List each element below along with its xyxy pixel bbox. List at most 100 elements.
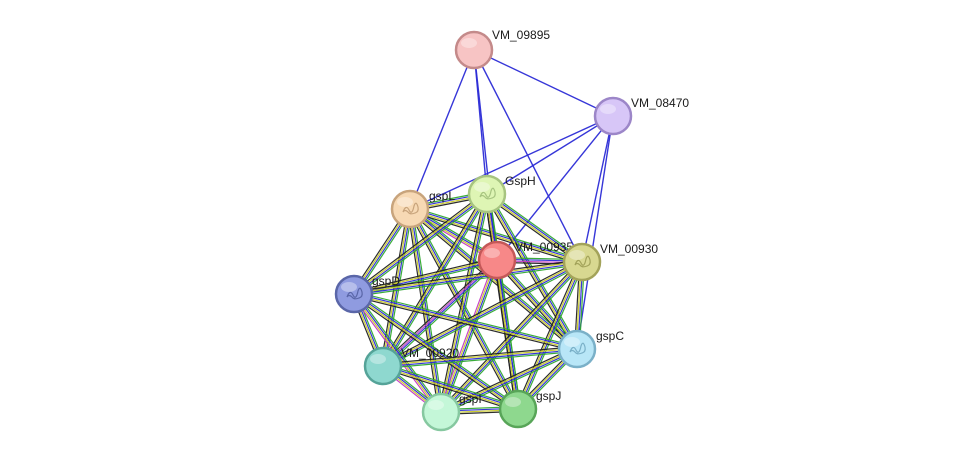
node-circle[interactable] — [334, 274, 374, 314]
node-gspC[interactable]: gspC — [557, 329, 624, 369]
node-circle[interactable] — [557, 329, 597, 369]
edge-evidence-line — [576, 115, 614, 350]
node-highlight — [370, 354, 386, 364]
edge-evidence-line — [354, 291, 578, 348]
node-gspI[interactable]: gspI — [421, 392, 482, 432]
node-label: VM_09895 — [492, 28, 550, 42]
edge-evidence-line — [354, 260, 498, 296]
edge-evidence-line — [495, 260, 577, 350]
node-circle[interactable] — [593, 96, 633, 136]
edge-evidence-line — [353, 260, 582, 294]
edge-evidence-line — [383, 262, 583, 368]
edge-evidence-line — [441, 349, 578, 414]
node-gspD[interactable]: gspD — [334, 274, 400, 314]
edge-evidence-line — [410, 208, 443, 412]
node-highlight — [474, 182, 490, 192]
node-VM_00935[interactable]: VM_00935 — [477, 240, 573, 280]
edge-evidence-line — [382, 347, 577, 366]
node-highlight — [428, 400, 444, 410]
edge-evidence-line — [355, 195, 489, 297]
edge-evidence-line — [581, 115, 614, 263]
node-highlight — [397, 197, 413, 207]
node-label: VM_08470 — [631, 96, 689, 110]
edge-evidence-line — [383, 349, 578, 368]
edge-evidence-line — [473, 49, 498, 261]
edge-VM_09895-gspL — [409, 49, 475, 210]
edge-evidence-line — [383, 260, 498, 368]
node-highlight — [569, 250, 585, 260]
edge-evidence-line — [516, 261, 582, 409]
node-gspL[interactable]: gspL — [390, 189, 455, 229]
edge-evidence-line — [439, 261, 582, 412]
protein-structure-icon — [479, 187, 496, 200]
node-circle[interactable] — [454, 30, 494, 70]
edge-evidence-line — [354, 194, 488, 296]
edge-evidence-line — [355, 292, 444, 411]
edge-evidence-line — [381, 193, 487, 366]
protein-structure-icon — [346, 287, 363, 300]
edge-evidence-line — [383, 350, 578, 369]
edge-evidence-line — [519, 262, 585, 411]
edge-VM_09895-VM_00935 — [473, 49, 498, 261]
node-circle[interactable] — [467, 174, 507, 214]
node-highlight — [461, 38, 477, 48]
edge-VM_00930-VM_00920 — [381, 259, 584, 369]
edge-evidence-line — [441, 194, 489, 413]
edge-VM_08470-VM_00935 — [496, 115, 614, 261]
edge-evidence-line — [441, 262, 584, 413]
node-label: VM_00920 — [401, 346, 459, 360]
edge-evidence-line — [410, 207, 583, 262]
edge-evidence-line — [353, 258, 497, 294]
node-circle[interactable] — [562, 242, 602, 282]
edge-evidence-line — [439, 193, 487, 412]
edge-evidence-line — [354, 292, 578, 349]
edge-GspH-gspD — [352, 191, 489, 297]
edge-evidence-line — [407, 209, 440, 413]
node-label: GspH — [505, 174, 536, 188]
node-highlight — [564, 337, 580, 347]
edge-evidence-line — [380, 192, 486, 366]
edge-evidence-line — [496, 115, 614, 261]
edge-evidence-line — [353, 192, 487, 294]
node-circle[interactable] — [363, 346, 403, 386]
edge-gspC-VM_00920 — [382, 346, 578, 369]
edge-GspH-VM_00930 — [485, 191, 584, 265]
node-circle[interactable] — [477, 240, 517, 280]
edge-evidence-line — [494, 260, 517, 410]
edge-evidence-line — [488, 192, 580, 349]
protein-structure-icon — [402, 202, 419, 215]
edge-VM_08470-gspL — [409, 115, 614, 210]
edge-evidence-line — [352, 191, 486, 293]
edge-evidence-line — [353, 257, 497, 293]
node-VM_00930[interactable]: VM_00930 — [562, 242, 658, 282]
edge-evidence-line — [486, 194, 582, 264]
edge-evidence-line — [383, 363, 519, 408]
node-VM_08470[interactable]: VM_08470 — [593, 96, 689, 136]
node-VM_00920[interactable]: VM_00920 — [363, 346, 459, 386]
edge-evidence-line — [442, 263, 585, 415]
edge-evidence-line — [439, 346, 577, 411]
edge-evidence-line — [353, 295, 577, 352]
edge-evidence-line — [409, 49, 475, 210]
edge-VM_00935-gspD — [353, 257, 498, 297]
edge-VM_09895-VM_08470 — [473, 49, 614, 117]
edge-evidence-line — [354, 261, 498, 297]
edge-evidence-line — [485, 195, 581, 265]
edge-evidence-line — [473, 49, 614, 117]
node-circle[interactable] — [421, 392, 461, 432]
protein-structure-icon — [574, 255, 591, 268]
edge-evidence-line — [438, 193, 486, 412]
node-gspJ[interactable]: gspJ — [498, 389, 561, 429]
edge-evidence-line — [354, 293, 443, 412]
node-label: VM_00930 — [600, 242, 658, 256]
node-VM_09895[interactable]: VM_09895 — [454, 28, 550, 70]
edge-evidence-line — [354, 262, 583, 296]
edge-evidence-line — [488, 191, 584, 261]
edge-evidence-line — [441, 350, 579, 415]
node-GspH[interactable]: GspH — [467, 174, 536, 214]
node-circle[interactable] — [390, 189, 430, 229]
edge-VM_09895-VM_00930 — [473, 49, 583, 263]
node-circle[interactable] — [498, 389, 538, 429]
edge-VM_00930-gspD — [353, 259, 583, 297]
